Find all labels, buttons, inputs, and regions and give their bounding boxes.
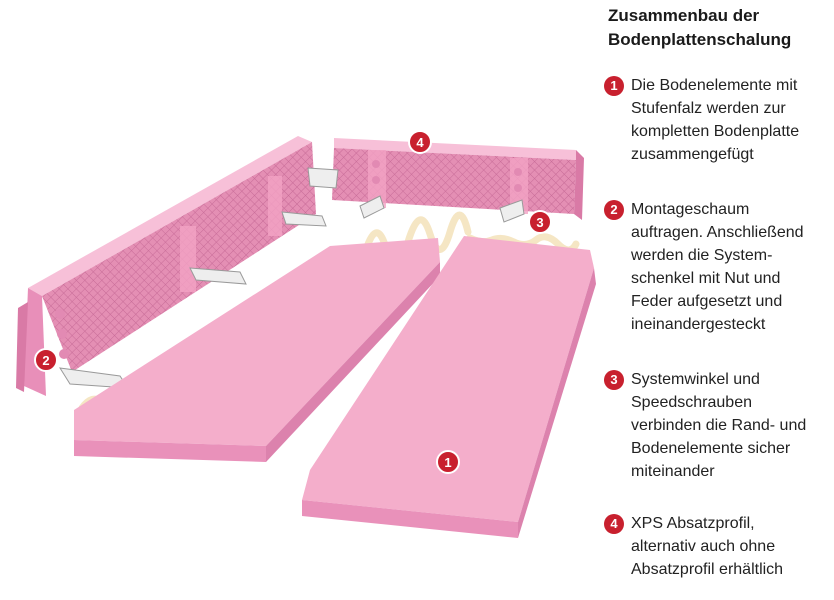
legend-title: Zusammenbau der Bodenplattenschalung (608, 6, 792, 49)
svg-text:3: 3 (536, 215, 543, 230)
svg-text:2: 2 (42, 353, 49, 368)
step-2-badge: 2 (604, 200, 624, 220)
step-1-text: Die Bodenelemente mit Stufenfalz werden … (631, 77, 800, 163)
bottom-element-left (74, 238, 440, 462)
step-4-text: XPS Absatzprofil, alternativ auch ohne A… (631, 515, 784, 578)
step-4-badge: 4 (604, 514, 624, 534)
formwork-illustration: 4 3 2 1 (16, 130, 596, 538)
side-edge-element (16, 136, 316, 396)
step-1: 1 Die Bodenelemente mit Stufenfalz werde… (604, 74, 830, 166)
svg-text:1: 1 (444, 455, 451, 470)
step-3-badge: 3 (604, 370, 624, 390)
back-edge-element (332, 138, 584, 220)
step-2-text: Montageschaum auftragen. Anschließend we… (631, 201, 804, 333)
step-4: 4 XPS Absatzprofil, alternativ auch ohne… (604, 512, 830, 581)
bottom-element-right (302, 236, 596, 538)
step-3-text: Systemwinkel und Speedschrauben verbinde… (631, 371, 807, 480)
svg-text:4: 4 (416, 135, 424, 150)
system-angles (59, 167, 525, 389)
callout-4: 4 (408, 130, 432, 154)
step-1-badge: 1 (604, 76, 624, 96)
step-3: 3 Systemwinkel und Speedschrauben verbin… (604, 368, 830, 483)
callout-2: 2 (34, 348, 58, 372)
callout-3: 3 (528, 210, 552, 234)
step-2: 2 Montageschaum auftragen. Anschließend … (604, 198, 830, 336)
callout-1: 1 (436, 450, 460, 474)
